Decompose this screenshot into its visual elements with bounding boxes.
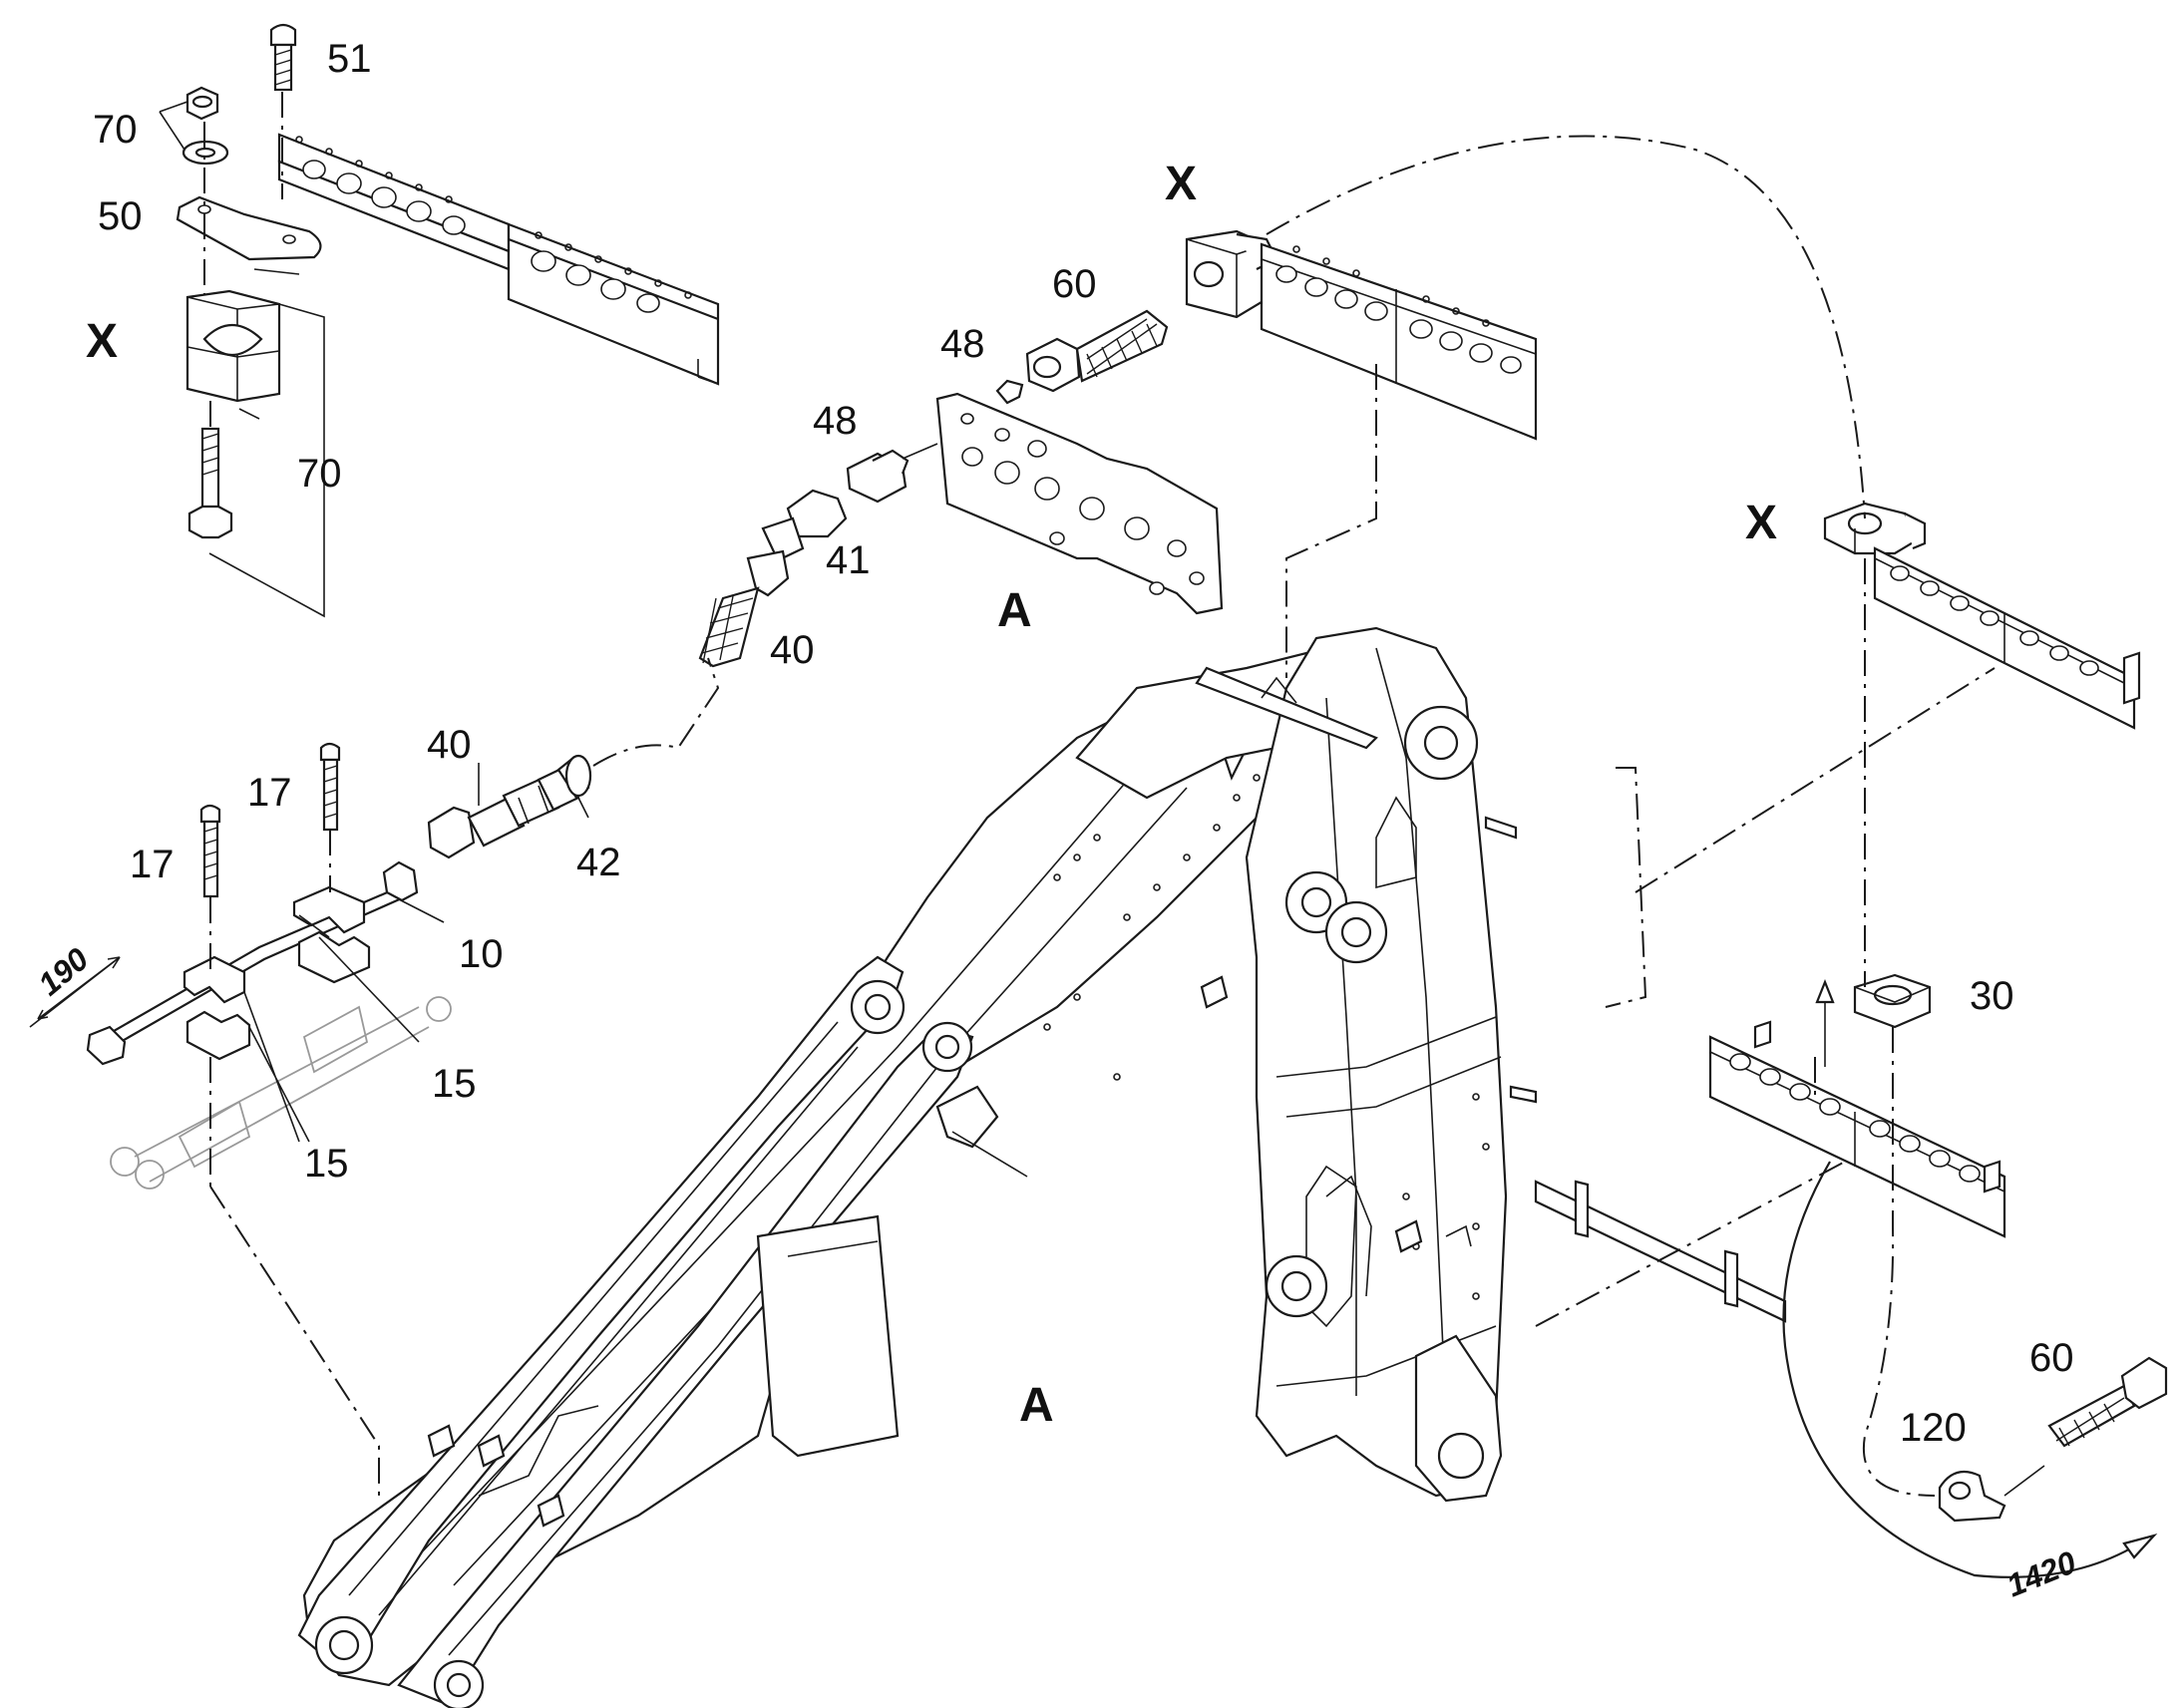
callout-17-upper: 17 [247, 771, 292, 815]
callout-41: 41 [826, 538, 871, 582]
callout-70-bolt: 70 [297, 452, 342, 496]
callout-70-nut: 70 [93, 108, 138, 152]
callout-50: 50 [98, 194, 143, 238]
phantom-lines [209, 135, 1996, 1496]
callout-15-lower: 15 [304, 1142, 349, 1186]
boom-assembly [297, 626, 1508, 1708]
center-hose-assembly [427, 229, 1538, 859]
dimension-190: 190 [31, 940, 95, 1002]
side-bracket-bars [1484, 816, 1787, 1323]
top-left-clamp-assembly [159, 23, 720, 618]
right-clamp-assembly [1708, 502, 2168, 1578]
left-clamp-assembly [29, 742, 452, 1190]
callout-x-left: X [86, 315, 118, 368]
callout-a-plate: A [997, 584, 1032, 637]
callout-48-upper: 48 [940, 322, 985, 366]
callout-120: 120 [1900, 1406, 1967, 1450]
callout-40-hose: 40 [770, 628, 815, 672]
callout-30: 30 [1970, 974, 2014, 1018]
callout-a-boom: A [1019, 1379, 1054, 1432]
callout-60-top: 60 [1052, 262, 1097, 306]
callout-48-lower: 48 [813, 399, 858, 443]
callout-51: 51 [327, 37, 372, 81]
callout-15-upper: 15 [432, 1062, 477, 1106]
callout-42: 42 [576, 841, 621, 884]
callout-40-coupling: 40 [427, 723, 472, 767]
callout-x-right: X [1745, 497, 1777, 549]
callout-17-lower: 17 [130, 843, 175, 886]
callout-labels: 51 70 50 X 70 X 60 48 48 41 40 A X 40 17… [31, 37, 2080, 1603]
callout-10: 10 [459, 932, 504, 976]
callout-60-bottom: 60 [2029, 1336, 2074, 1380]
callout-x-top: X [1165, 158, 1197, 210]
dimension-1420: 1420 [2001, 1543, 2081, 1603]
